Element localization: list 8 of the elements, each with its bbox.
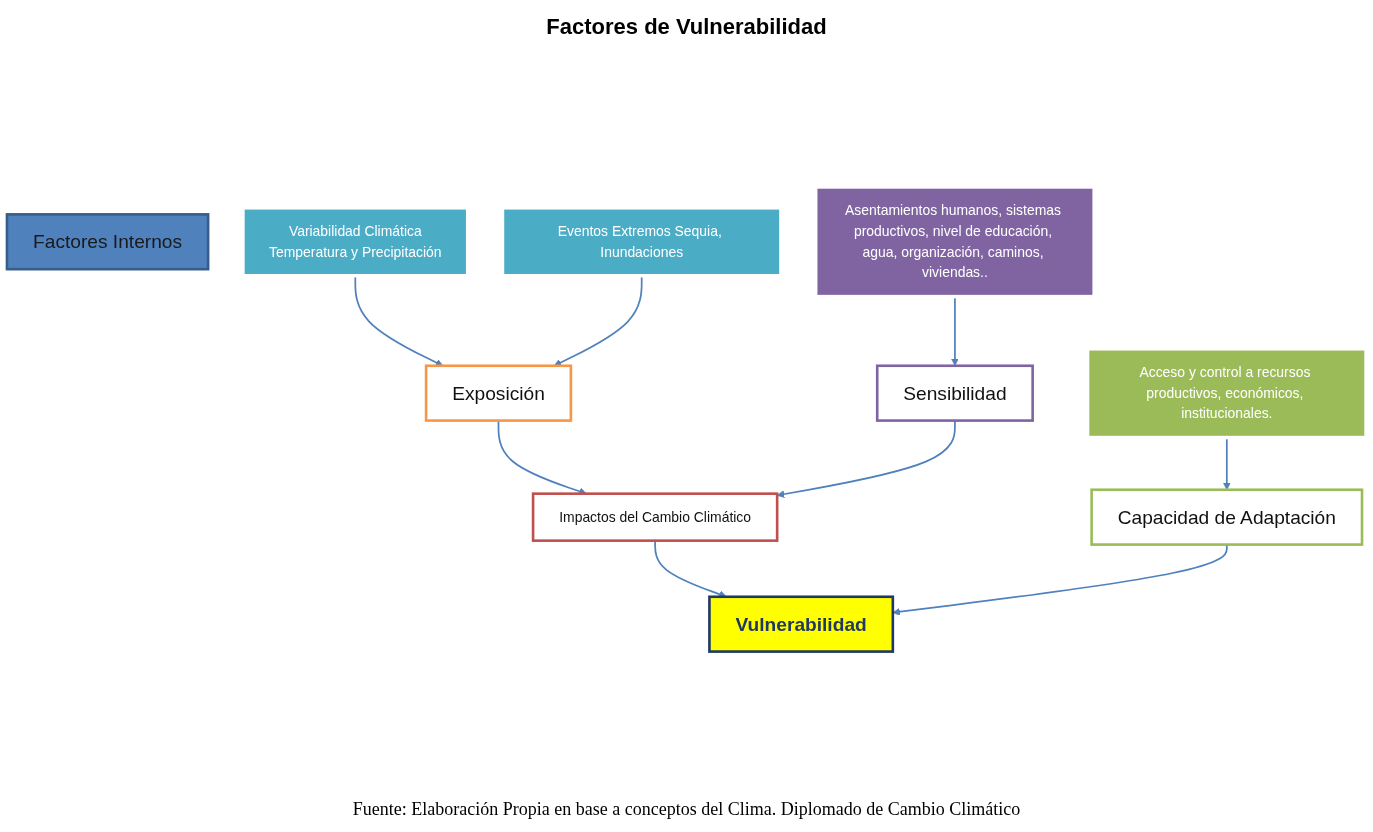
node-box: Factores Internos bbox=[5, 213, 210, 271]
node-box: Sensibilidad bbox=[875, 364, 1034, 423]
node-box: Capacidad de Adaptación bbox=[1090, 488, 1364, 547]
node-box: Vulnerabilidad bbox=[708, 595, 895, 654]
source-caption: Fuente: Elaboración Propia en base a conceptos del Clima. Diplomado de Cambio Climático bbox=[352, 799, 1021, 820]
node-box: Exposición bbox=[424, 364, 573, 423]
diagram-title: Factores de Vulnerabilidad bbox=[546, 14, 827, 40]
node-box: Impactos del Cambio Climático bbox=[531, 492, 779, 543]
